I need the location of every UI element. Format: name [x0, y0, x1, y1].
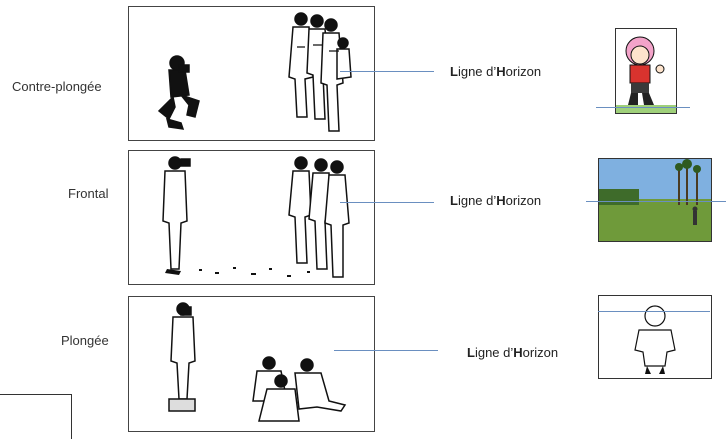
sketch-photographer-frontal — [162, 156, 350, 278]
horizon-line-thumb-1 — [596, 107, 690, 108]
horizon-initial-h: H — [496, 64, 506, 79]
horizon-line-2 — [340, 202, 434, 203]
horizon-text-part2: orizon — [505, 64, 542, 79]
horizon-text-part2: orizon — [505, 193, 542, 208]
horizon-label-1: Ligne d’Horizon — [450, 64, 541, 79]
horizon-line-thumb-3 — [598, 311, 710, 312]
horizon-initial-l: L — [450, 193, 458, 208]
man-from-above-icon — [634, 305, 676, 374]
panel-frontal — [128, 150, 375, 285]
horizon-label-2: Ligne d’Horizon — [450, 193, 541, 208]
corner-box — [0, 394, 72, 439]
horizon-label-3: Ligne d’Horizon — [467, 345, 558, 360]
thumbnail-landscape — [598, 158, 712, 242]
thumbnail-cartoon-girl — [615, 28, 677, 114]
horizon-text-part1: igne d’ — [474, 345, 514, 360]
landscape-photo-icon — [599, 159, 711, 241]
horizon-line-thumb-2 — [586, 201, 726, 202]
thumbnail-man-from-above — [598, 295, 712, 379]
horizon-initial-l: L — [450, 64, 458, 79]
sketch-photographer-high-angle — [168, 302, 347, 422]
row-label-plongee: Plongée — [61, 333, 109, 348]
panel-plongee — [128, 296, 375, 432]
horizon-line-3 — [334, 350, 438, 351]
panel-contre-plongee — [128, 6, 375, 141]
cartoon-girl-icon — [616, 36, 676, 113]
horizon-line-1 — [340, 71, 434, 72]
horizon-text-part2: orizon — [522, 345, 559, 360]
row-label-contre-plongee: Contre-plongée — [12, 79, 102, 94]
horizon-initial-l: L — [467, 345, 475, 360]
horizon-text-part1: igne d’ — [457, 193, 497, 208]
horizon-initial-h: H — [513, 345, 523, 360]
row-label-frontal: Frontal — [68, 186, 109, 201]
horizon-initial-h: H — [496, 193, 506, 208]
horizon-text-part1: igne d’ — [457, 64, 497, 79]
sketch-photographer-low-angle — [157, 12, 352, 132]
